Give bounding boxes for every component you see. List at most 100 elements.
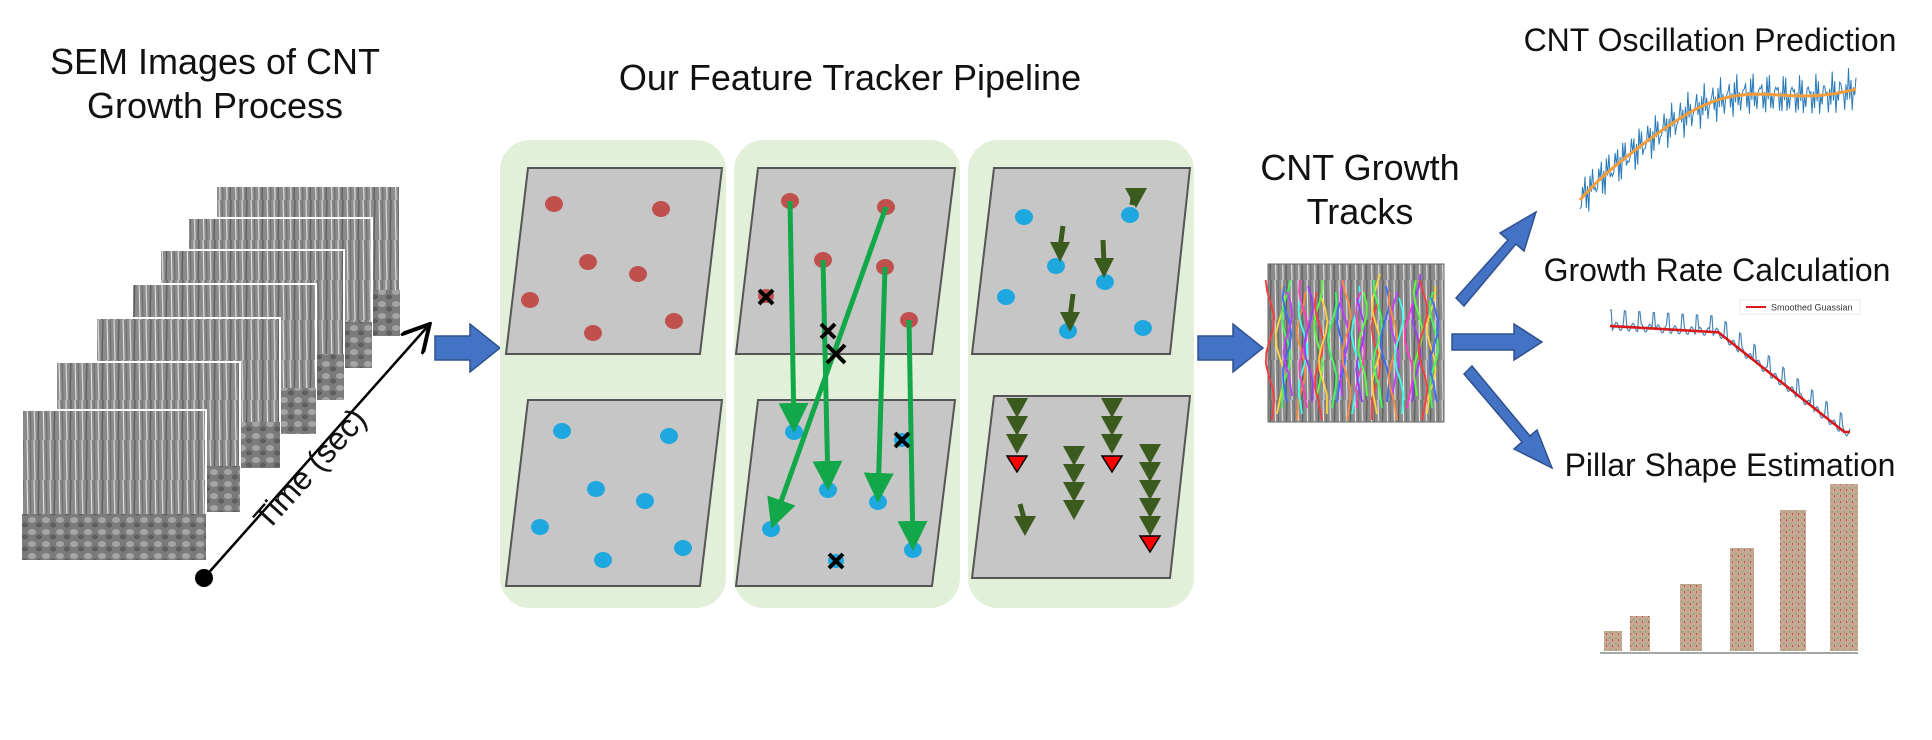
frame-matching-bottom [734,399,957,587]
growth-track-line [1372,279,1383,409]
x-mark-icon [827,552,845,570]
red-feature-point [584,325,602,341]
growth-track-line [1339,279,1350,397]
x-mark-stroke [827,552,845,570]
blue-feature-point [674,540,692,556]
motion-arrows [1005,188,1162,554]
red-feature-point [665,313,683,329]
x-mark-stroke [825,343,847,365]
growth-track-line [1313,279,1324,397]
motion-arrow-icon [1063,500,1085,520]
growth-track-line [1403,303,1415,409]
motion-arrow-icon [1139,462,1161,482]
growth-rate-plot: Smoothed Guassian [1609,299,1861,437]
growth-track-line [1280,279,1292,409]
blue-feature-point [531,519,549,535]
growth-track-line [1327,291,1338,409]
motion-arrow-icon [1094,258,1114,278]
growth-track-line [1429,297,1440,403]
blue-feature-point [1015,209,1033,225]
match-line [863,266,894,503]
motion-arrow-icon [1006,398,1028,418]
blue-feature-point [660,428,678,444]
sem-image [21,409,207,561]
red-feature-point [652,201,670,217]
blue-feature-point [997,289,1015,305]
growth-track-line [1411,273,1422,403]
growth-rate-title: Growth Rate Calculation [1543,252,1891,288]
growth-track-line [1303,285,1314,403]
oscillation-fit-line [1578,87,1857,201]
oscillation-title: CNT Oscillation Prediction [1523,22,1897,58]
cnt-growth-tracks-title: CNT Growth Tracks [1240,146,1480,234]
oscillation-plot [1578,68,1857,212]
blue-feature-point [1121,207,1139,223]
growth-track-line [1282,291,1294,397]
motion-arrow-icon [1063,464,1085,484]
x-mark-stroke [757,288,775,306]
tracks-title-line1: CNT Growth [1260,147,1460,188]
growth-track-line [1264,279,1276,421]
motion-arrow-icon [1006,416,1028,436]
blue-feature-point [762,521,780,537]
blue-feature-point [1096,274,1114,290]
flow-arrow-to-pillar [1462,364,1554,470]
oscillation-raw-signal [1579,68,1857,212]
growth-track-line [1357,291,1368,397]
motion-arrow-icon [1125,188,1147,208]
pillar-bar [1730,548,1754,651]
sem-images-title: SEM Images of CNT Growth Process [20,40,410,128]
blue-feature-point [553,423,571,439]
x-mark-icon [825,343,847,365]
sem-image-base [22,514,206,560]
growth-rate-smoothed-curve [1609,324,1850,434]
sem-title-line1: SEM Images of CNT [49,41,381,82]
x-mark-stroke [893,431,911,449]
growth-track-line [1426,285,1437,415]
pillar-bar [1630,616,1650,651]
growth-track-line [1297,297,1308,415]
flow-arrow-to-growth-rate [1451,322,1544,362]
motion-arrow-icon [1101,398,1123,418]
motion-arrow-icon [1139,498,1161,518]
motion-arrow-icon [1101,434,1123,454]
growth-rate-raw-signal [1609,309,1851,437]
red-feature-point [521,292,539,308]
pillar-bar [1604,631,1622,651]
red-feature-point [629,266,647,282]
motion-arrow-icon [1139,516,1161,536]
growth-track-line [1393,297,1405,415]
pillar-shape-title: Pillar Shape Estimation [1564,447,1896,483]
flow-arrows [434,210,1554,470]
x-mark-icon [893,431,911,449]
flow-arrow-to-oscillation [1454,210,1538,308]
pipeline-title: Our Feature Tracker Pipeline [618,57,1082,98]
pillar-bar [1780,510,1806,651]
motion-arrow-icon [1014,516,1036,536]
red-feature-point [579,254,597,270]
match-lines [757,200,928,570]
pillar-bar [1680,584,1702,651]
growth-track-line [1417,279,1429,421]
red-triangle-icon [1138,535,1162,554]
frame-detection-bottom [504,399,724,587]
blue-feature-point [594,552,612,568]
sem-image-stack [21,185,401,561]
tracks-title-line2: Tracks [1306,191,1414,232]
motion-arrow-icon [1060,312,1080,332]
blue-feature-point [587,481,605,497]
match-line [767,206,889,529]
pillar-bars [1600,484,1858,654]
red-triangle-icon [1005,455,1029,474]
growth-track-line [1281,285,1293,403]
motion-arrow-icon [1063,482,1085,502]
red-feature-point [545,196,563,212]
growth-track-line [1355,297,1366,403]
pillar-bar [1830,484,1858,651]
growth-rate-legend-label: Smoothed Guassian [1771,303,1853,313]
x-mark-icon [819,322,837,340]
cnt-growth-tracks-image [1264,263,1445,423]
growth-track-line [1313,291,1325,421]
blue-feature-point [1134,320,1152,336]
